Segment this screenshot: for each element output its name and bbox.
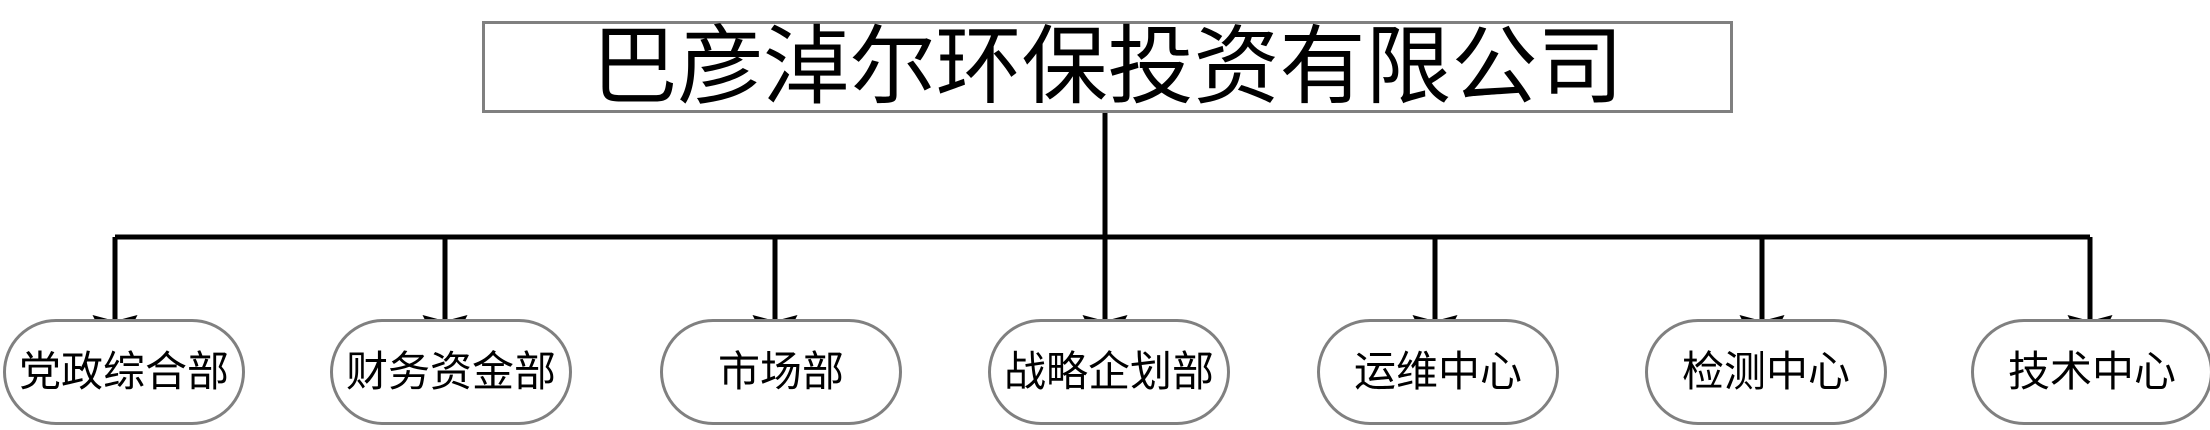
child-node-label-1: 党政综合部	[18, 348, 229, 395]
child-node-7[interactable]: 技术中心	[1971, 319, 2210, 425]
child-node-1[interactable]: 党政综合部	[3, 319, 245, 425]
child-node-label-4: 战略企划部	[1003, 348, 1214, 395]
root-node-label: 巴彦淖尔环保投资有限公司	[591, 19, 1624, 115]
child-node-label-6: 检测中心	[1681, 348, 1850, 395]
child-node-6[interactable]: 检测中心	[1645, 319, 1887, 425]
child-node-label-2: 财务资金部	[345, 348, 556, 395]
child-node-label-5: 运维中心	[1353, 348, 1522, 395]
child-node-label-7: 技术中心	[2007, 348, 2176, 395]
child-node-4[interactable]: 战略企划部	[988, 319, 1230, 425]
child-node-5[interactable]: 运维中心	[1317, 319, 1559, 425]
child-node-2[interactable]: 财务资金部	[330, 319, 572, 425]
child-node-3[interactable]: 市场部	[660, 319, 902, 425]
root-node-company[interactable]: 巴彦淖尔环保投资有限公司	[482, 21, 1733, 113]
child-node-label-3: 市场部	[717, 348, 844, 395]
